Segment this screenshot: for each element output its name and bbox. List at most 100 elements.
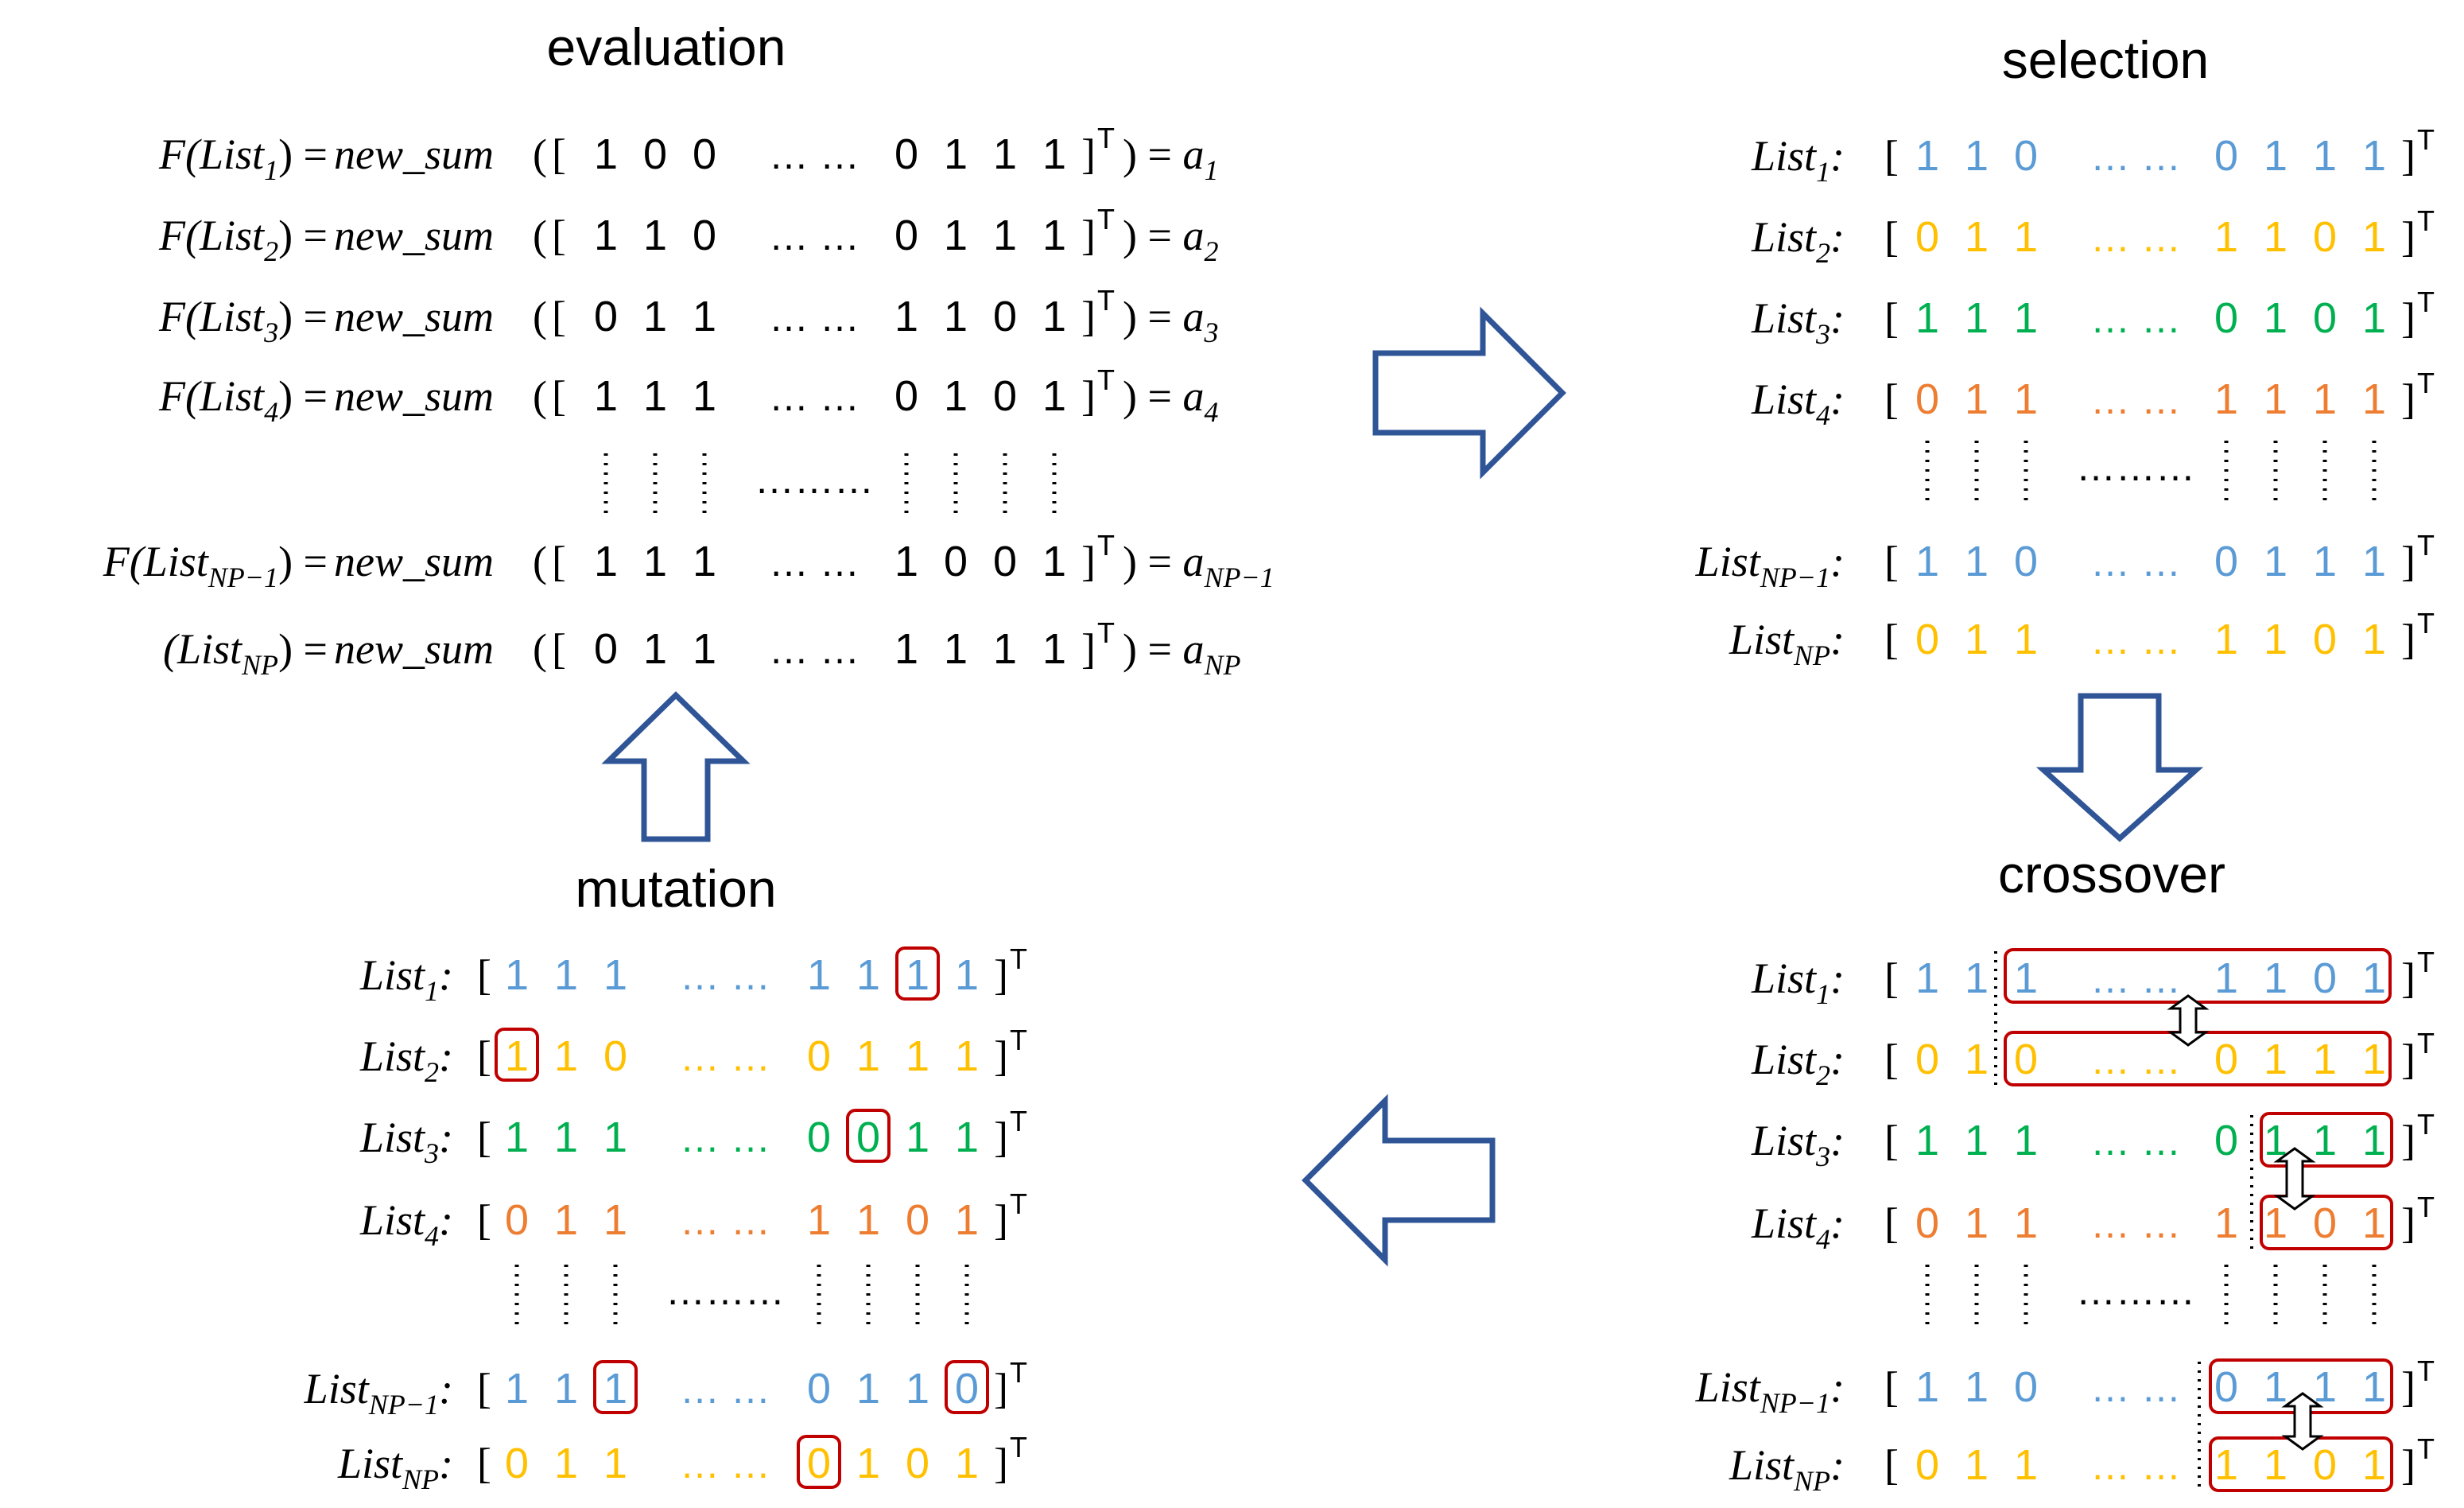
eval-bit: 1 xyxy=(643,293,667,340)
ellipsis: … … xyxy=(2090,1202,2181,1246)
mutation-row-bit: 0 xyxy=(603,1032,627,1080)
eval-bit: 0 xyxy=(693,212,716,259)
mutation-row-bit: 1 xyxy=(906,1032,929,1080)
eval-bit: 0 xyxy=(594,293,618,340)
sum-function: new_sum xyxy=(334,625,494,673)
crossover-row-bit: 1 xyxy=(2362,1199,2386,1247)
selection-row-bit: 1 xyxy=(2313,375,2337,423)
eval-bit: 1 xyxy=(944,212,968,259)
selection-row-bit: 0 xyxy=(2313,616,2337,663)
colon: : xyxy=(1830,132,1845,180)
mutation-row-bit: 0 xyxy=(807,1032,831,1080)
equals-sign: ) = xyxy=(1123,130,1182,178)
colon: : xyxy=(439,1114,453,1161)
list-subscript: NP xyxy=(241,649,278,681)
list-label: ListNP−1: xyxy=(1695,538,1845,593)
crossover-segment-box xyxy=(2260,1195,2393,1250)
eval-bit: 1 xyxy=(594,372,618,420)
colon: : xyxy=(1830,954,1845,1002)
open-bracket: [ xyxy=(552,293,566,340)
crossover-row-bit: 1 xyxy=(2362,1036,2386,1083)
open-bracket: [ xyxy=(552,538,566,585)
eval-bit: 1 xyxy=(1042,130,1066,178)
crossover-row-bit: 1 xyxy=(2362,1363,2386,1411)
list-subscript: 1 xyxy=(264,154,278,186)
ellipsis: … … xyxy=(769,540,859,585)
mutation-row-bit: 1 xyxy=(603,1114,627,1161)
mutation-row-bit: 0 xyxy=(955,1365,979,1413)
eval-bit: 1 xyxy=(594,212,618,259)
list-label: ListNP: xyxy=(1729,616,1845,671)
fitness-result: ) = a3 xyxy=(1123,293,1218,348)
selection-row-bit: 1 xyxy=(1965,294,1989,342)
fitness-lhs: F(List4) = xyxy=(158,372,328,428)
eval-bit: 1 xyxy=(693,538,716,585)
open-bracket: [ xyxy=(1884,954,1899,1002)
ellipsis: … … xyxy=(2090,378,2181,422)
list-label: List4: xyxy=(359,1196,453,1252)
eval-bit: 0 xyxy=(594,625,618,673)
open-paren: ( xyxy=(533,625,547,673)
list-word: List xyxy=(143,538,210,585)
result-subscript: 3 xyxy=(1203,317,1218,348)
mutation-row-bit: 1 xyxy=(505,1365,529,1413)
fitness-result: ) = aNP−1 xyxy=(1123,538,1275,593)
mutation-row-bit: 0 xyxy=(906,1196,929,1244)
mutation-row-bit: 1 xyxy=(856,951,880,999)
list-subscript: NP xyxy=(402,1463,439,1495)
eval-bit: 1 xyxy=(1042,293,1066,340)
close-bracket: ] xyxy=(2401,132,2415,180)
crossover-title: crossover xyxy=(1998,845,2225,904)
selection-row-bit: 1 xyxy=(2264,616,2287,663)
list-word: List xyxy=(1695,538,1762,585)
fitness-result: ) = aNP xyxy=(1123,625,1240,681)
colon: : xyxy=(1830,616,1845,663)
list-word: List xyxy=(1751,1117,1818,1164)
crossover-row-bit: 1 xyxy=(2014,1117,2038,1164)
fitness-result: ) = a1 xyxy=(1123,130,1218,186)
close-bracket: ] xyxy=(1081,625,1096,673)
crossover-row-bit: 1 xyxy=(2362,1117,2386,1164)
eval-bit: 1 xyxy=(894,625,918,673)
result-subscript: 4 xyxy=(1204,396,1218,428)
transpose-mark: T xyxy=(2417,1432,2435,1465)
list-label: List2: xyxy=(1751,213,1845,269)
list-subscript: 1 xyxy=(1816,156,1830,188)
open-bracket: [ xyxy=(1884,616,1899,663)
crossover-row-bit: 1 xyxy=(1965,1199,1989,1247)
list-subscript: 2 xyxy=(1816,237,1830,269)
fitness-lhs: (ListNP) = xyxy=(163,625,328,681)
list-subscript: 2 xyxy=(425,1056,439,1088)
open-bracket: [ xyxy=(1884,375,1899,423)
selection-row-bit: 1 xyxy=(1915,132,1939,180)
mutated-bit-box xyxy=(797,1435,841,1489)
result-subscript: NP−1 xyxy=(1203,562,1274,593)
eval-bit: 1 xyxy=(594,130,618,178)
result-symbol: a xyxy=(1182,212,1204,259)
open-paren: ( xyxy=(533,130,547,178)
eval-bit: 1 xyxy=(1042,538,1066,585)
fitness-lhs: F(List3) = xyxy=(158,293,328,348)
transpose-mark: T xyxy=(1010,1187,1027,1220)
open-paren: ( xyxy=(533,538,547,585)
crossover-row-bit: 0 xyxy=(1915,1036,1939,1083)
fitness-result: ) = a2 xyxy=(1123,212,1218,267)
list-subscript: 1 xyxy=(425,975,439,1007)
crossover-row-bit: 1 xyxy=(2014,1199,2038,1247)
ellipsis: … … xyxy=(2090,1119,2181,1164)
close-bracket: ] xyxy=(2401,1441,2415,1489)
open-bracket: [ xyxy=(552,212,566,259)
list-word: List xyxy=(359,1196,426,1244)
close-bracket: ] xyxy=(2401,294,2415,342)
equals-sign: ) = xyxy=(278,293,328,340)
selection-row-bit: 1 xyxy=(1915,294,1939,342)
mutation-row-bit: 1 xyxy=(554,1440,578,1487)
